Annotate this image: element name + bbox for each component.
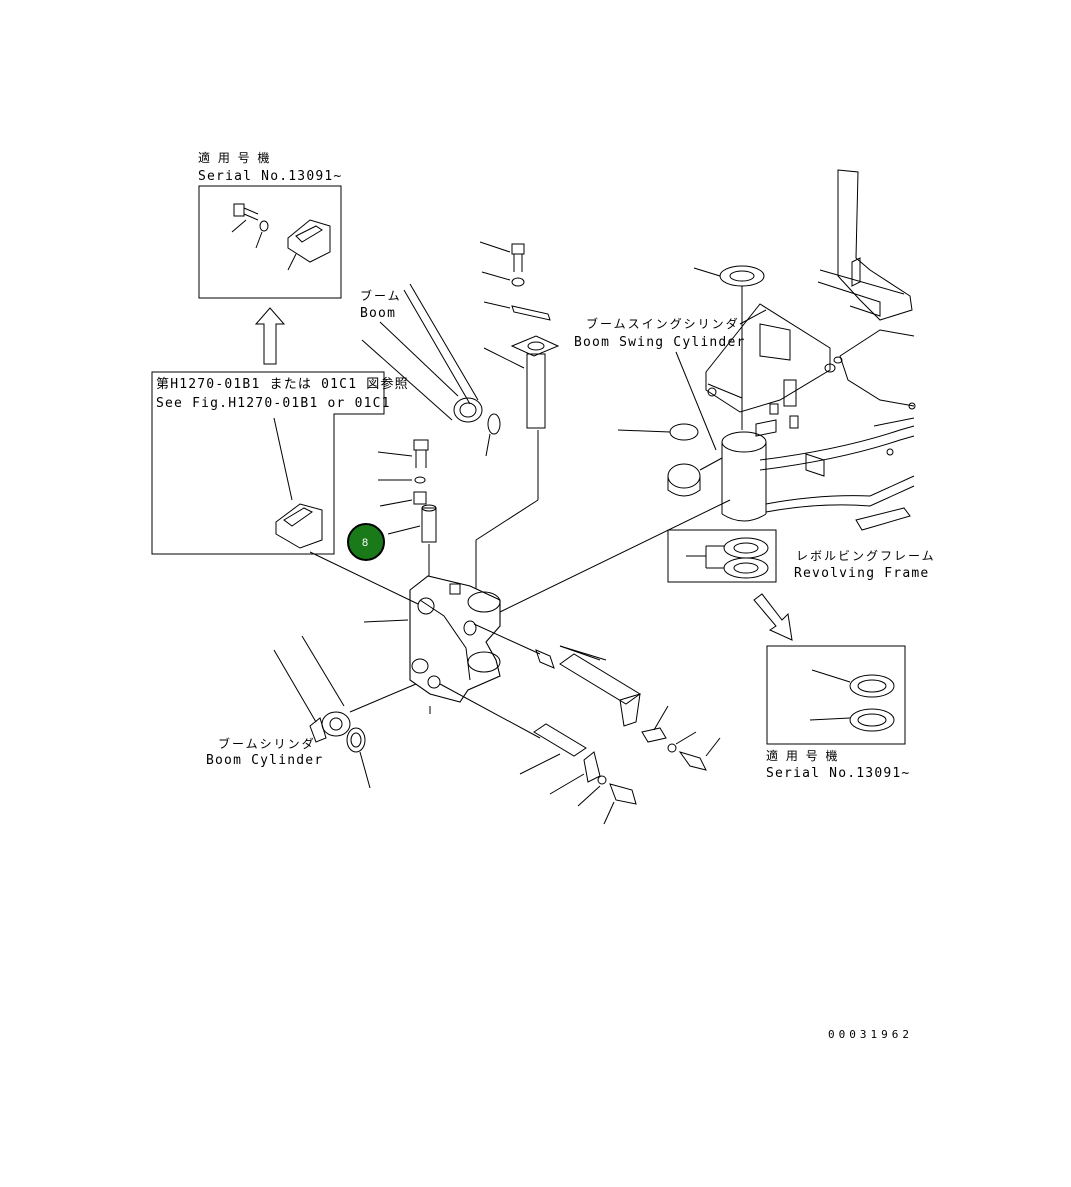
swing-label-en: Boom Swing Cylinder — [574, 335, 746, 350]
inset-top-serial: Serial No.13091~ — [198, 169, 342, 184]
boom-cylinder: ブームシリンダ Boom Cylinder — [206, 635, 371, 789]
boom-bracket — [363, 575, 501, 714]
boom-part: ブーム Boom — [360, 283, 501, 457]
revolving-frame-label: レボルビングフレーム Revolving Frame — [794, 549, 936, 581]
revolving-frame — [617, 169, 916, 531]
inset-top-left: 適 用 号 機 Serial No.13091~ — [198, 150, 342, 299]
boom-cylinder-label-jp: ブームシリンダ — [218, 736, 316, 751]
pin-stack-upper — [475, 241, 560, 600]
frame-label-en: Revolving Frame — [794, 566, 929, 581]
boom-cylinder-label-en: Boom Cylinder — [206, 753, 323, 768]
inset-top-title-jp: 適 用 号 機 — [198, 150, 271, 165]
inset-ref-line1: 第H1270-01B1 または 01C1 図参照 — [156, 376, 409, 392]
pin-stack-lower — [377, 439, 437, 590]
leader-lines — [309, 499, 731, 739]
arrow-up-icon — [254, 307, 286, 365]
swing-cylinder-label: ブームスイングシリンダ Boom Swing Cylinder — [574, 316, 746, 451]
inset-bottom-right: 適 用 号 機 Serial No.13091~ — [766, 645, 910, 781]
boom-label-jp: ブーム — [360, 288, 402, 303]
callout-number: 8 — [362, 537, 368, 549]
drawing-id: 00031962 — [828, 1028, 913, 1041]
lower-pins — [519, 645, 721, 825]
frame-label-jp: レボルビングフレーム — [796, 549, 936, 563]
inset-bottom-title-jp: 適 用 号 機 — [766, 748, 839, 763]
inset-shims — [667, 529, 777, 583]
boom-label-en: Boom — [360, 306, 396, 321]
inset-bottom-serial: Serial No.13091~ — [766, 766, 910, 781]
swing-label-jp: ブームスイングシリンダ — [586, 316, 740, 331]
inset-reference: 第H1270-01B1 または 01C1 図参照 See Fig.H1270-0… — [151, 371, 409, 555]
arrow-down-right-icon — [753, 593, 793, 641]
callout-badge[interactable]: 8 — [347, 523, 385, 561]
inset-ref-line2: See Fig.H1270-01B1 or 01C1 — [156, 396, 391, 411]
